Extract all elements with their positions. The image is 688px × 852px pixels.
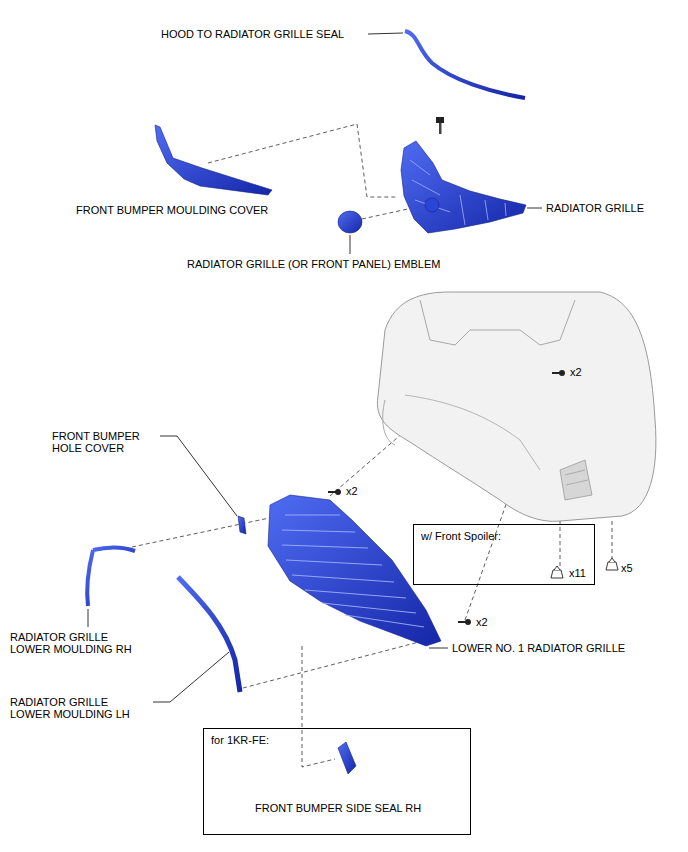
front-bumper-part [377,292,656,521]
part-name: FRONT BUMPER MOULDING COVER [76,204,306,216]
part-name: RADIATOR GRILLE (OR FRONT PANEL) EMBLEM [187,258,487,270]
quantity-label: x2 [476,616,506,628]
condition-heading: for 1KR-FE: [211,734,269,746]
part-name: RADIATOR GRILLE [546,202,676,214]
moulding-lh-part [178,577,240,692]
condition-heading: w/ Front Spoiler: [421,530,501,542]
condition-box: w/ Front Spoiler: x11 [413,524,595,585]
quantity-label: x2 [346,485,376,497]
part-name: RADIATOR GRILLE LOWER MOULDING LH [10,696,142,720]
lower-grille-part [268,495,441,646]
leader-line [88,33,542,702]
seal-part [405,31,525,98]
emblem-part [338,211,362,233]
side-seal-part [338,742,356,774]
part-name: FRONT BUMPER SIDE SEAL RH [255,802,421,814]
part-name: FRONT BUMPER HOLE COVER [52,430,156,454]
clip-symbol [551,558,618,578]
part-name: HOOD TO RADIATOR GRILLE SEAL [161,28,371,40]
condition-box: for 1KR-FE: FRONT BUMPER SIDE SEAL RH [203,728,471,835]
radiator-grille-part [401,141,526,233]
moulding-rh-part [87,547,135,606]
moulding-cover-part [155,125,272,195]
bolt-symbol [436,117,444,134]
quantity-label: x11 [569,567,586,579]
quantity-label: x2 [570,366,600,378]
hole-cover-part [238,516,246,534]
part-name: LOWER NO. 1 RADIATOR GRILLE [452,642,672,654]
quantity-label: x5 [621,562,651,574]
part-name: RADIATOR GRILLE LOWER MOULDING RH [10,631,142,655]
